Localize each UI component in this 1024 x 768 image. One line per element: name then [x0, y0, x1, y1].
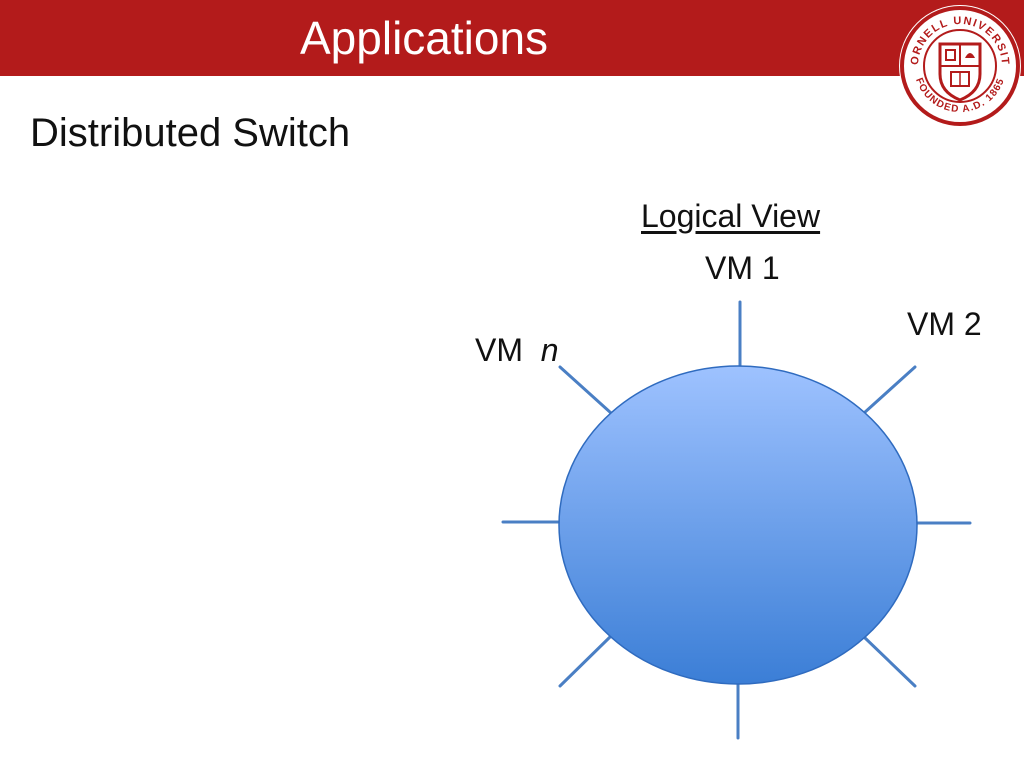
port-line-lower-left — [558, 635, 612, 688]
slide-title: Applications — [300, 12, 549, 64]
title-bar: Applications — [0, 0, 1024, 76]
vm1-label: VM 1 — [705, 250, 780, 286]
cornell-seal-icon: CORNELL UNIVERSITY FOUNDED A.D. 1865 — [896, 2, 1021, 127]
port-line-vmn — [558, 365, 613, 415]
vmn-label-prefix: VM — [475, 332, 523, 368]
port-line-vm2 — [862, 365, 917, 415]
slide-subtitle: Distributed Switch — [30, 111, 351, 155]
vm2-label: VM 2 — [907, 306, 982, 342]
vmn-label: VM n — [475, 330, 559, 370]
logical-view-heading: Logical View — [641, 198, 821, 234]
switch-circle — [558, 365, 918, 685]
port-line-lower-right — [862, 635, 917, 688]
vmn-label-variable: n — [540, 332, 559, 368]
